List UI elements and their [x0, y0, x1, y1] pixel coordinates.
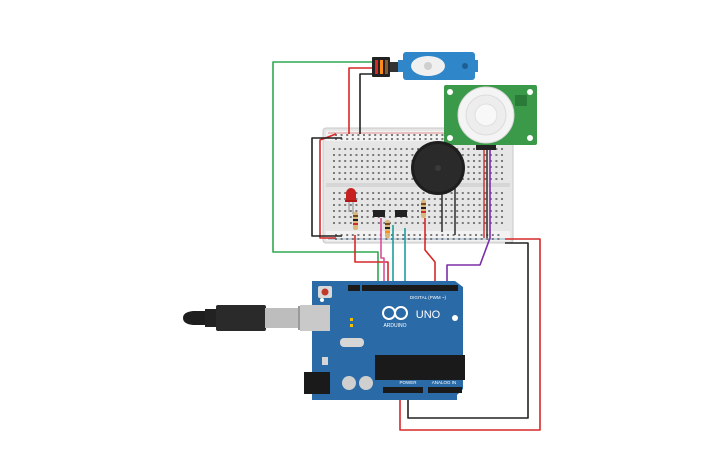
arduino-uno[interactable]: ARDUINO UNO DIGITAL (PWM ~) POWER ANALOG… [300, 281, 465, 400]
servo-ground-wire[interactable] [359, 73, 380, 134]
pir-purple-wire[interactable] [446, 150, 491, 283]
arduino-brand: ARDUINO [383, 323, 406, 329]
red-led[interactable] [345, 188, 357, 214]
buzzer-wire[interactable] [424, 218, 436, 283]
power-red-wire[interactable] [399, 238, 541, 431]
digital-label: DIGITAL (PWM ~) [410, 295, 447, 300]
power-jack[interactable] [304, 372, 330, 394]
power-label: POWER [399, 380, 417, 385]
piezo-buzzer[interactable] [411, 141, 465, 195]
usb-cable [183, 305, 312, 331]
power-header[interactable] [383, 387, 423, 393]
rail-red-wire[interactable] [319, 133, 337, 239]
servo[interactable] [372, 52, 478, 80]
resistor-right[interactable] [421, 200, 426, 218]
atmega-chip [375, 355, 465, 380]
power-black-wire[interactable] [407, 242, 529, 419]
servo-power-wire[interactable] [348, 67, 380, 134]
wires [272, 61, 541, 431]
led-wire[interactable] [354, 235, 389, 283]
usb-port[interactable] [300, 305, 330, 331]
digital-header[interactable] [362, 285, 458, 291]
arduino-model: UNO [416, 309, 441, 321]
rail-black-wire[interactable] [311, 137, 342, 237]
pir-sensor[interactable] [444, 85, 537, 150]
resistor-led[interactable] [353, 212, 358, 230]
resistor-middle[interactable] [385, 220, 390, 238]
pink-wire[interactable] [380, 218, 385, 283]
arduino-logo-icon [382, 306, 408, 320]
pushbuttons[interactable] [373, 210, 407, 217]
analog-header[interactable] [428, 387, 462, 393]
analog-label: ANALOG IN [432, 380, 457, 385]
